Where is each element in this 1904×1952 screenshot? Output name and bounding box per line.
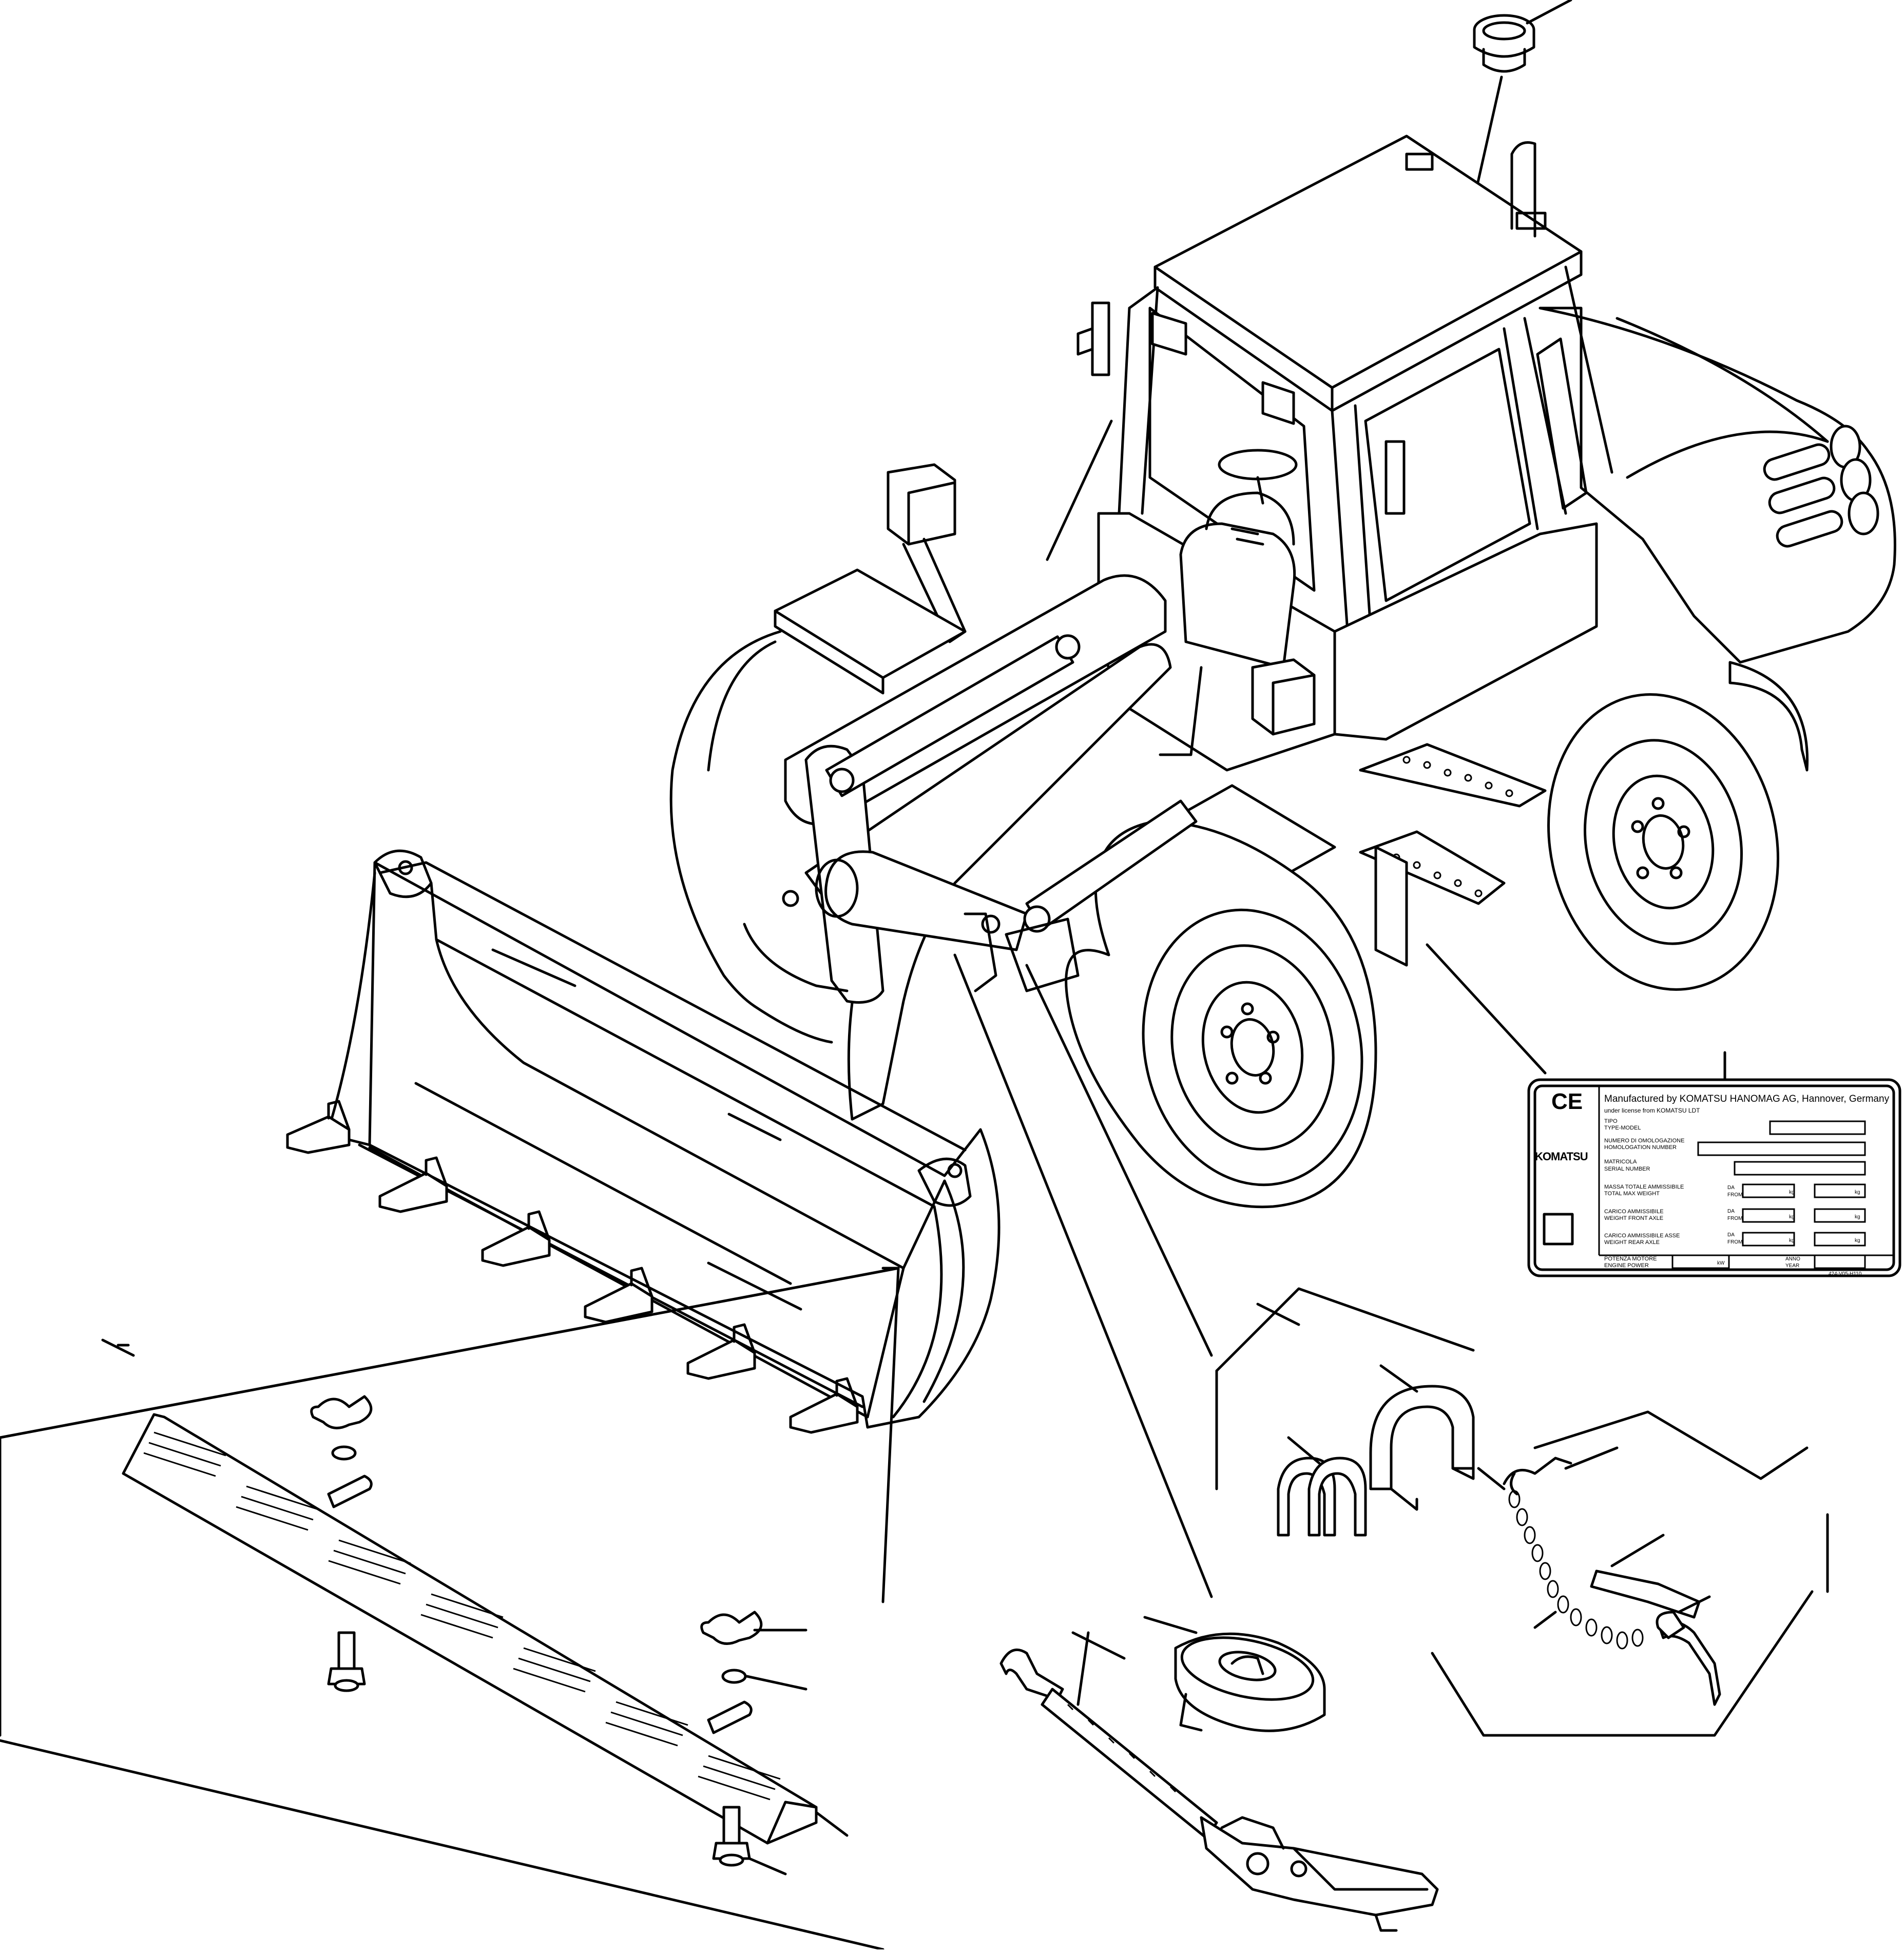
ce-mark: CE: [1551, 1089, 1583, 1114]
shackle: [1307, 1457, 1367, 1537]
plate-row-it: POTENZA MOTORE: [1604, 1256, 1657, 1262]
plate-year-label: YEAR: [1785, 1263, 1799, 1269]
plate-row-en: HOMOLOGATION NUMBER: [1604, 1144, 1677, 1151]
plate-row-en: SERIAL NUMBER: [1604, 1166, 1650, 1172]
weight-box: [1742, 1208, 1795, 1223]
plate-ref-code: 424-V05-H110: [1829, 1271, 1862, 1277]
weight-box: [1742, 1232, 1795, 1247]
weight-box: [1742, 1183, 1795, 1198]
plate-da-label: DA: [1727, 1209, 1735, 1214]
bucket: [286, 849, 1001, 1434]
leader-line: [1526, 0, 1572, 25]
locking-pin: [1590, 1570, 1701, 1619]
plate-row-it: NUMERO DI OMOLOGAZIONE: [1604, 1138, 1684, 1144]
kg-unit: kg: [1789, 1238, 1795, 1243]
leader-lines: [953, 419, 1726, 1598]
plate-anno-label: ANNO: [1785, 1256, 1800, 1262]
ratchet-buckle: [1200, 1816, 1439, 1917]
group-outline: [1215, 1287, 1475, 1372]
strap-band: [1041, 1688, 1218, 1840]
group-outline: [1533, 1410, 1809, 1480]
washer: [331, 1445, 357, 1461]
plate-inner-border: [1533, 1084, 1895, 1271]
weight-box: [1814, 1183, 1866, 1198]
serial-number-box: [1734, 1161, 1866, 1176]
wing-nut: [310, 1395, 373, 1429]
shackle-group: [1215, 1287, 1506, 1537]
weight-box: [1814, 1208, 1866, 1223]
plate-row-en: WEIGHT REAR AXLE: [1604, 1239, 1660, 1246]
ratchet-strap-group: [999, 1616, 1439, 1932]
plate-row-en: TOTAL MAX WEIGHT: [1604, 1191, 1660, 1197]
plate-from-label: FROM: [1727, 1239, 1742, 1245]
plate-da-label: DA: [1727, 1185, 1735, 1191]
front-wheel: [1065, 820, 1377, 1209]
wheel-loader: [669, 135, 1896, 1209]
plate-row-en: ENGINE POWER: [1604, 1262, 1649, 1269]
plate-from-label: FROM: [1727, 1192, 1742, 1198]
kw-unit: kW: [1717, 1260, 1725, 1266]
pin-chain-group: [1431, 1410, 1829, 1737]
homologation-box: [1697, 1141, 1866, 1156]
plate-row-it: MASSA TOTALE AMMISSIBILE: [1604, 1184, 1684, 1190]
strap-roll: [1174, 1632, 1326, 1732]
plate-license: under license from KOMATSU LDT: [1604, 1107, 1700, 1114]
u-clamp: [1369, 1385, 1475, 1490]
warning-board-group: [0, 1267, 900, 1951]
engine-power-box: [1671, 1254, 1730, 1269]
inspection-stamp-box: [1543, 1213, 1574, 1246]
plate-row-en: TYPE-MODEL: [1604, 1125, 1641, 1131]
weight-box: [1814, 1232, 1866, 1247]
plate-outline: [1527, 1078, 1901, 1277]
plate-row-it: CARICO AMMISSIBILE ASSE: [1604, 1233, 1680, 1239]
komatsu-logo: KOMATSU: [1535, 1150, 1588, 1163]
kg-unit: kg: [1855, 1190, 1860, 1195]
plate-row-it: CARICO AMMISSIBILE: [1604, 1209, 1664, 1215]
wing-nut: [700, 1611, 763, 1645]
data-plate: CE KOMATSU Manufactured by KOMATSU HANOM…: [1527, 1078, 1901, 1277]
washer: [721, 1669, 747, 1684]
kg-unit: kg: [1855, 1214, 1860, 1220]
kg-unit: kg: [1789, 1214, 1795, 1220]
type-model-box: [1769, 1120, 1866, 1135]
filler-cap: [1473, 14, 1535, 73]
plate-row-en: WEIGHT FRONT AXLE: [1604, 1215, 1663, 1221]
plate-da-label: DA: [1727, 1232, 1735, 1238]
plate-from-label: FROM: [1727, 1216, 1742, 1221]
plate-manufacturer: Manufactured by KOMATSU HANOMAG AG, Hann…: [1604, 1094, 1890, 1104]
kg-unit: kg: [1789, 1190, 1795, 1195]
plate-row-it: MATRICOLA: [1604, 1159, 1637, 1165]
kg-unit: kg: [1855, 1238, 1860, 1243]
plate-row-it: TIPO: [1604, 1118, 1618, 1124]
group-outline: [1071, 1631, 1126, 1660]
rear-wheel: [1547, 693, 1779, 991]
year-box: [1814, 1254, 1866, 1269]
